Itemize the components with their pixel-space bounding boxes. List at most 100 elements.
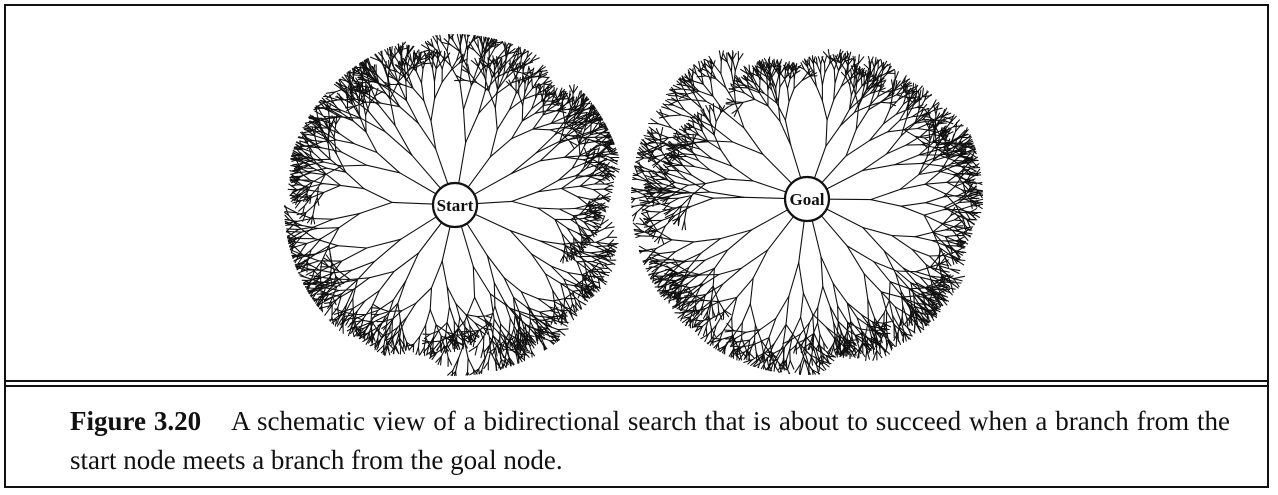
tree-branch xyxy=(310,172,326,176)
tree-branch xyxy=(653,143,668,152)
tree-branch xyxy=(658,115,670,119)
tree-branch xyxy=(349,277,370,281)
tree-branch xyxy=(947,147,955,160)
tree-branch xyxy=(646,155,658,158)
tree-branch xyxy=(394,46,402,56)
tree-branch xyxy=(426,345,430,356)
tree-branch xyxy=(840,71,847,78)
tree-branch xyxy=(915,315,919,326)
tree-branch xyxy=(512,61,514,71)
tree-branch xyxy=(919,112,928,117)
tree-branch xyxy=(811,219,822,258)
tree-branch xyxy=(591,261,606,266)
tree-branch xyxy=(882,61,885,72)
tree-branch xyxy=(474,345,478,356)
tree-branch xyxy=(362,102,367,116)
tree-branch xyxy=(894,306,902,322)
tree-branch xyxy=(968,135,972,138)
tree-branch xyxy=(521,112,536,122)
tree-branch xyxy=(301,159,315,165)
tree-branch xyxy=(764,70,771,80)
tree-branch xyxy=(953,219,965,222)
tree-branch xyxy=(550,335,560,341)
tree-branch xyxy=(688,259,706,275)
tree-branch xyxy=(462,340,465,350)
tree-branch xyxy=(943,194,959,198)
tree-branch xyxy=(697,159,711,171)
tree-branch xyxy=(404,77,414,89)
tree-branch xyxy=(346,108,354,122)
tree-branch xyxy=(641,208,651,212)
tree-branch xyxy=(711,158,733,167)
tree-branch xyxy=(855,332,864,336)
tree-branch xyxy=(701,107,714,127)
tree-branch xyxy=(359,317,365,330)
tree-branch xyxy=(788,262,800,297)
tree-branch xyxy=(324,304,333,316)
tree-branch xyxy=(463,79,478,84)
tree-branch xyxy=(292,166,301,172)
tree-branch xyxy=(860,76,863,87)
tree-branch xyxy=(692,309,701,320)
tree-branch xyxy=(380,102,401,108)
tree-branch xyxy=(937,149,955,152)
tree-branch xyxy=(460,331,465,342)
tree-branch xyxy=(820,355,823,365)
tree-branch xyxy=(661,168,671,171)
tree-branch xyxy=(530,253,552,267)
tree-branch xyxy=(650,175,660,178)
tree-branch xyxy=(292,187,303,192)
tree-branch xyxy=(880,291,902,298)
tree-branch xyxy=(815,57,818,66)
tree-branch xyxy=(487,57,495,66)
tree-branch xyxy=(731,317,733,336)
tree-branch xyxy=(537,298,554,302)
tree-branch xyxy=(867,55,872,65)
tree-branch xyxy=(430,38,434,48)
tree-branch xyxy=(300,131,308,140)
tree-branch xyxy=(509,43,512,48)
tree-branch xyxy=(519,312,533,320)
tree-branch xyxy=(308,116,313,118)
tree-branch xyxy=(848,339,857,347)
tree-branch xyxy=(604,226,615,230)
tree-branch xyxy=(656,187,666,191)
tree-branch xyxy=(462,65,471,74)
tree-branch xyxy=(713,343,719,349)
tree-branch xyxy=(419,347,425,356)
tree-branch xyxy=(798,262,804,294)
tree-branch xyxy=(747,339,751,352)
tree-branch xyxy=(873,80,881,94)
tree-branch xyxy=(525,333,535,338)
tree-branch xyxy=(741,303,751,324)
tree-branch xyxy=(655,225,666,232)
tree-branch xyxy=(758,73,765,82)
tree-branch xyxy=(349,92,356,100)
tree-branch xyxy=(405,80,408,102)
tree-branch xyxy=(717,299,725,311)
tree-branch xyxy=(709,191,745,198)
tree-branch xyxy=(651,266,660,273)
tree-branch xyxy=(559,309,567,316)
tree-branch xyxy=(924,90,928,101)
tree-branch xyxy=(683,290,691,302)
tree-branch xyxy=(564,292,574,300)
tree-branch xyxy=(472,265,476,298)
tree-branch xyxy=(604,264,613,272)
tree-branch xyxy=(447,356,453,366)
tree-branch xyxy=(557,320,568,327)
tree-branch xyxy=(347,326,353,337)
tree-branch xyxy=(564,244,573,252)
tree-branch xyxy=(648,230,657,236)
tree-branch xyxy=(761,351,764,362)
tree-branch xyxy=(550,265,569,274)
tree-branch xyxy=(581,295,589,302)
tree-branch xyxy=(867,337,877,342)
tree-branch xyxy=(892,315,895,329)
tree-branch xyxy=(815,364,825,372)
tree-branch xyxy=(675,297,679,309)
tree-branch xyxy=(856,317,870,327)
tree-branch xyxy=(763,92,778,104)
tree-branch xyxy=(481,36,487,48)
tree-branch xyxy=(877,91,887,98)
